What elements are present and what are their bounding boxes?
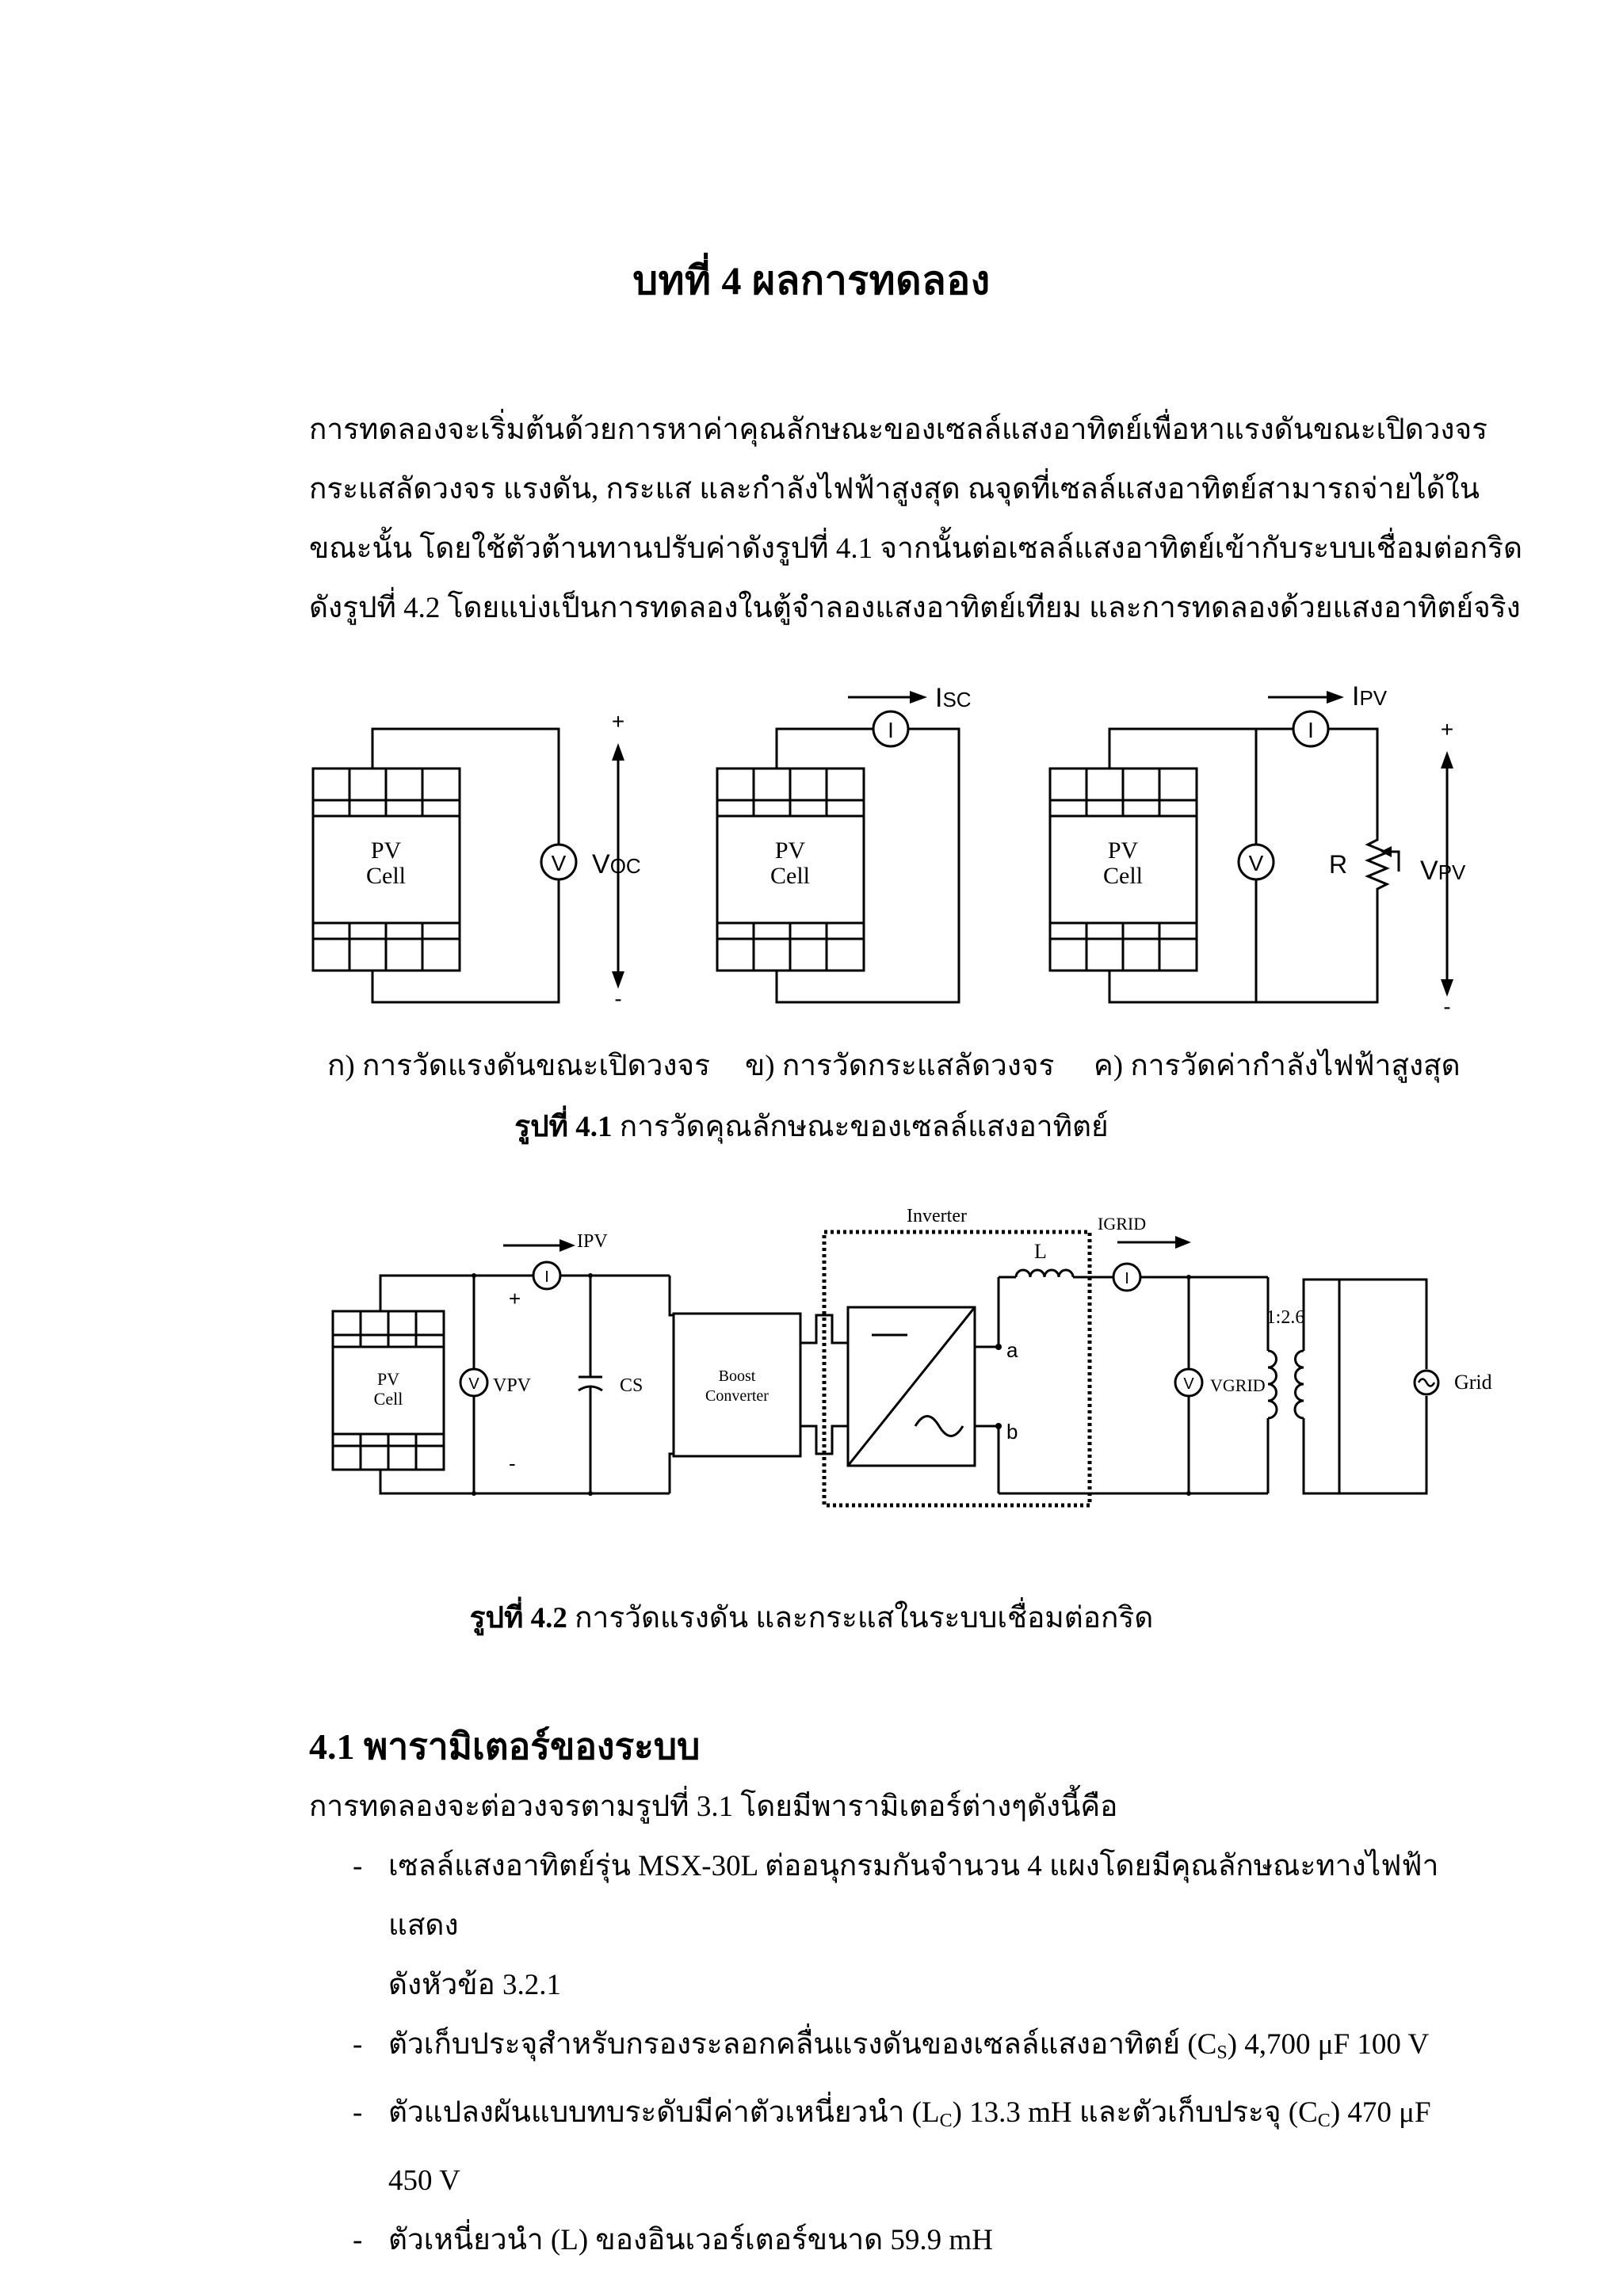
voc-label: VOC <box>592 849 641 879</box>
voltmeter-c <box>1237 843 1275 881</box>
section-intro: การทดลองจะต่อวงจรตามรูปที่ 3.1 โดยมีพารา… <box>309 1791 1118 1823</box>
chapter-title: บทที่ 4 ผลการทดลอง <box>632 258 991 303</box>
transformer-primary <box>1267 1349 1278 1420</box>
svg-text:V: V <box>468 1375 479 1393</box>
svg-text:VGRID: VGRID <box>1210 1375 1266 1395</box>
inverter-inductor <box>1014 1268 1075 1278</box>
svg-text:Cell: Cell <box>374 1389 403 1409</box>
svg-text:V: V <box>1183 1375 1194 1393</box>
voltmeter-a <box>540 843 578 881</box>
svg-text:-: - <box>1443 994 1450 1019</box>
list-item: - เซลล์แสงอาทิตย์รุ่น MSX-30L ต่ออนุกรมก… <box>353 1850 1439 2001</box>
figure-4-1-diagram: PV Cell V + - VOC PV Cell I ISC <box>311 681 1466 1019</box>
subcaption-c: ค) การวัดค่ากำลังไฟฟ้าสูงสุด <box>1094 1050 1461 1082</box>
svg-text:L: L <box>1034 1240 1047 1263</box>
transformer-secondary <box>1293 1349 1304 1420</box>
svg-text:Cell: Cell <box>1103 863 1143 889</box>
svg-text:Cell: Cell <box>770 863 810 889</box>
ipv-label-fig1: IPV <box>1352 681 1388 711</box>
pv-cell-b: PV Cell <box>716 767 865 972</box>
svg-text:R: R <box>1329 850 1347 879</box>
svg-text:V: V <box>1249 851 1264 875</box>
svg-text:IGRID: IGRID <box>1098 1214 1146 1234</box>
intro-paragraph: การทดลองจะเริ่มต้นด้วยการหาค่าคุณลักษณะข… <box>309 400 1523 638</box>
pv-cell-a: PV Cell <box>311 767 461 972</box>
svg-text:Grid: Grid <box>1454 1371 1492 1394</box>
ammeter-b <box>872 710 910 748</box>
svg-text:I: I <box>1125 1270 1129 1287</box>
svg-text:V: V <box>552 851 567 875</box>
svg-text:I: I <box>1308 718 1314 742</box>
subcaption-b: ข) การวัดกระแสลัดวงจร <box>745 1050 1055 1082</box>
svg-text:-: - <box>509 1451 516 1475</box>
svg-text:I: I <box>888 718 894 742</box>
figure-4-2-caption-label: รูปที่ 4.2 <box>469 1602 567 1634</box>
inverter-block <box>846 1306 976 1467</box>
figure-4-1-caption-label: รูปที่ 4.1 <box>514 1111 613 1143</box>
vpv-label-fig1: VPV <box>1420 856 1466 886</box>
svg-text:+: + <box>612 709 624 734</box>
variable-resistor <box>1365 828 1390 895</box>
pv-cell-grid: PV Cell <box>331 1310 445 1471</box>
voltmeter-pv <box>459 1367 489 1398</box>
svg-text:Boost: Boost <box>719 1367 756 1385</box>
voltmeter-grid <box>1174 1367 1204 1398</box>
figure-4-1-caption-text: การวัดคุณลักษณะของเซลล์แสงอาทิตย์ <box>612 1111 1109 1143</box>
svg-text:I: I <box>544 1268 549 1286</box>
section-heading: 4.1 พารามิเตอร์ของระบบ <box>309 1726 701 1767</box>
svg-text:b: b <box>1006 1420 1018 1444</box>
figure-4-2-diagram: PV Cell V VPV + - I IPV <box>331 1206 1492 1508</box>
isc-label: ISC <box>935 683 972 713</box>
svg-text:PV: PV <box>775 837 806 864</box>
list-item: - ตัวเก็บประจุสำหรับกรองระลอกคลื่นแรงดัน… <box>353 2028 1430 2063</box>
svg-text:+: + <box>509 1287 521 1310</box>
svg-text:IPV: IPV <box>577 1231 608 1252</box>
parameter-list: - เซลล์แสงอาทิตย์รุ่น MSX-30L ต่ออนุกรมก… <box>353 1836 1478 2270</box>
svg-text:a: a <box>1006 1338 1018 1362</box>
svg-text:Inverter: Inverter <box>907 1206 967 1226</box>
ammeter-c <box>1292 710 1330 748</box>
svg-text:1:2.6: 1:2.6 <box>1266 1307 1305 1328</box>
svg-text:PV: PV <box>377 1369 399 1389</box>
pv-cell-c: PV Cell <box>1048 767 1198 972</box>
intro-line-2: กระแสลัดวงจร แรงดัน, กระแส และกำลังไฟฟ้า… <box>309 473 1480 505</box>
boost-converter-block <box>672 1312 802 1458</box>
svg-text:Converter: Converter <box>705 1387 769 1405</box>
intro-line-4: ดังรูปที่ 4.2 โดยแบ่งเป็นการทดลองในตู้จำ… <box>309 592 1521 624</box>
svg-text:CS: CS <box>620 1375 643 1396</box>
figure-4-1-caption: รูปที่ 4.1 การวัดคุณลักษณะของเซลล์แสงอาท… <box>0 1103 1623 1150</box>
figure-4-1: PV Cell V + - VOC PV Cell I ISC <box>301 681 1490 1038</box>
figure-4-2: PV Cell V VPV + - I IPV <box>325 1188 1498 1529</box>
svg-text:-: - <box>614 986 621 1011</box>
figure-4-2-caption-text: การวัดแรงดัน และกระแสในระบบเชื่อมต่อกริด <box>567 1602 1154 1634</box>
inverter-boundary <box>822 1230 1092 1508</box>
svg-text:+: + <box>1441 717 1453 742</box>
intro-line-1: การทดลองจะเริ่มต้นด้วยการหาค่าคุณลักษณะข… <box>309 414 1488 446</box>
svg-text:PV: PV <box>371 837 402 864</box>
svg-text:Cell: Cell <box>366 863 406 889</box>
subcaption-a: ก) การวัดแรงดันขณะเปิดวงจร <box>327 1050 710 1082</box>
list-item: - ตัวเหนี่ยวนำ (L) ของอินเวอร์เตอร์ขนาด … <box>353 2224 993 2256</box>
svg-text:PV: PV <box>1108 837 1139 864</box>
svg-text:VPV: VPV <box>493 1375 532 1396</box>
figure-4-2-caption: รูปที่ 4.2 การวัดแรงดัน และกระแสในระบบเช… <box>0 1594 1623 1641</box>
list-item: - ตัวแปลงผันแบบทบระดับมีค่าตัวเหนี่ยวนำ … <box>353 2096 1431 2197</box>
intro-line-3: ขณะนั้น โดยใช้ตัวต้านทานปรับค่าดังรูปที่… <box>309 532 1523 565</box>
